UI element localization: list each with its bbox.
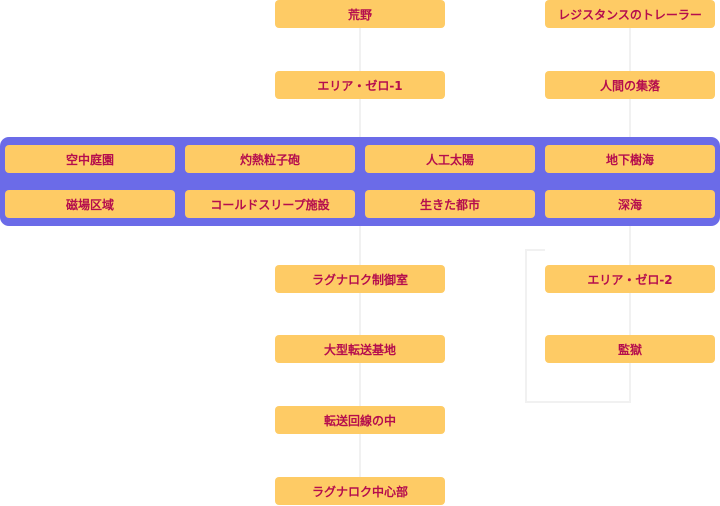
node-resistance-trailer[interactable]: レジスタンスのトレーラー [545,0,715,28]
node-living-city[interactable]: 生きた都市 [365,190,535,218]
node-area-zero-2[interactable]: エリア・ゼロ-2 [545,265,715,293]
node-artificial-sun[interactable]: 人工太陽 [365,145,535,173]
node-cold-sleep-facility[interactable]: コールドスリープ施設 [185,190,355,218]
node-inside-transfer-line[interactable]: 転送回線の中 [275,406,445,434]
node-sky-garden[interactable]: 空中庭園 [5,145,175,173]
connector-loop [525,249,631,403]
node-large-transfer-base[interactable]: 大型転送基地 [275,335,445,363]
node-underground-forest[interactable]: 地下樹海 [545,145,715,173]
node-human-settlement[interactable]: 人間の集落 [545,71,715,99]
node-particle-cannon[interactable]: 灼熱粒子砲 [185,145,355,173]
node-area-zero-1[interactable]: エリア・ゼロ-1 [275,71,445,99]
node-ragnarok-core[interactable]: ラグナロク中心部 [275,477,445,505]
node-prison[interactable]: 監獄 [545,335,715,363]
node-ragnarok-control-room[interactable]: ラグナロク制御室 [275,265,445,293]
node-magnetic-zone[interactable]: 磁場区域 [5,190,175,218]
node-wasteland[interactable]: 荒野 [275,0,445,28]
node-deep-sea[interactable]: 深海 [545,190,715,218]
